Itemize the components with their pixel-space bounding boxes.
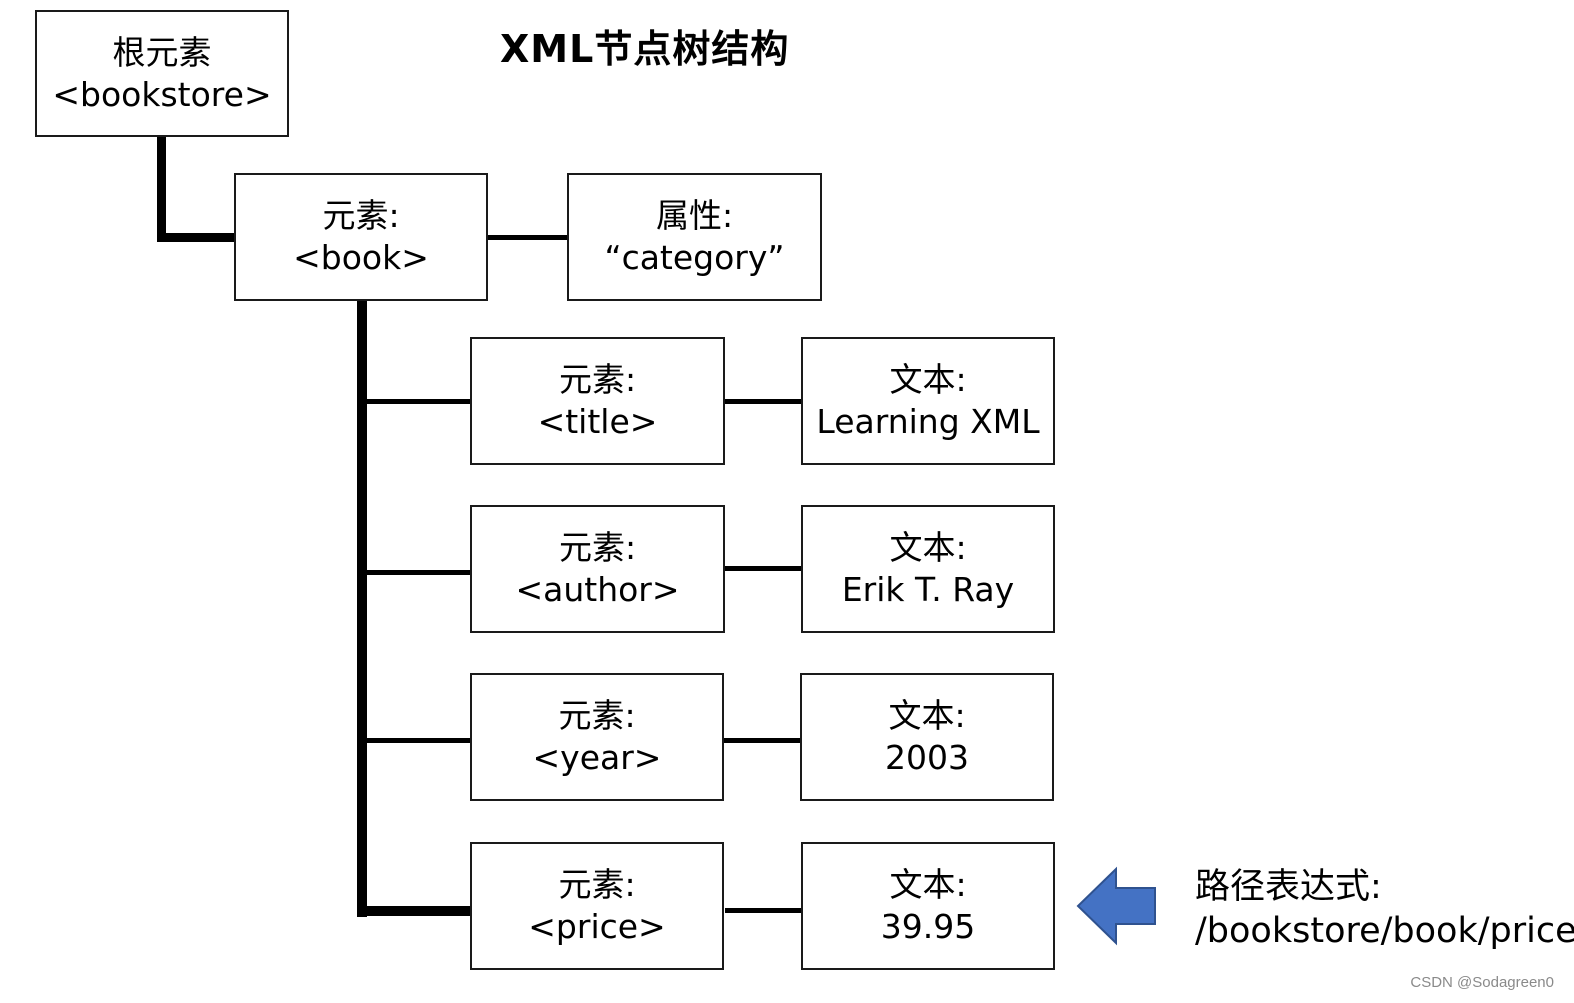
attribute-node: 属性: “category”: [567, 173, 822, 301]
price-text-node: 文本: 39.95: [801, 842, 1055, 970]
author-element-node: 元素: <author>: [470, 505, 725, 633]
element-tag: <title>: [537, 402, 658, 441]
text-value: Erik T. Ray: [841, 570, 1015, 609]
price-element-node: 元素: <price>: [470, 842, 724, 970]
year-text-node: 文本: 2003: [800, 673, 1054, 801]
book-children-trunk-line: [357, 300, 367, 917]
branch-line-title: [362, 399, 472, 404]
branch-line-author: [362, 570, 472, 575]
text-label: 文本:: [889, 360, 967, 399]
root-to-book-horizontal-line: [157, 233, 236, 242]
root-element-label: 根元素: [112, 32, 212, 72]
book-to-attribute-line: [487, 235, 569, 240]
text-value: 2003: [885, 738, 969, 777]
title-element-node: 元素: <title>: [470, 337, 725, 465]
text-label: 文本:: [889, 528, 967, 567]
author-to-text-line: [723, 566, 803, 571]
root-to-book-vertical-line: [157, 136, 166, 242]
branch-line-price: [357, 906, 472, 916]
element-tag: <author>: [515, 570, 680, 609]
watermark: CSDN @Sodagreen0: [1410, 974, 1554, 991]
element-label: 元素:: [558, 696, 636, 735]
title-to-text-line: [723, 399, 803, 404]
price-to-text-line: [725, 908, 805, 913]
arrow-left-icon: [1076, 866, 1156, 946]
author-text-node: 文本: Erik T. Ray: [801, 505, 1055, 633]
text-label: 文本:: [889, 865, 967, 904]
branch-line-year: [362, 738, 472, 743]
year-to-text-line: [722, 738, 802, 743]
arrow-left-shape: [1076, 866, 1156, 946]
element-tag: <year>: [532, 738, 662, 777]
book-element-label: 元素:: [322, 196, 400, 235]
element-label: 元素:: [558, 865, 636, 904]
text-label: 文本:: [888, 696, 966, 735]
element-label: 元素:: [558, 528, 637, 567]
book-element-node: 元素: <book>: [234, 173, 488, 301]
attribute-value: “category”: [604, 238, 785, 277]
book-element-tag: <book>: [293, 238, 429, 277]
path-expression: 路径表达式: /bookstore/book/price: [1195, 865, 1574, 953]
attribute-label: 属性:: [655, 196, 734, 235]
element-label: 元素:: [558, 360, 637, 399]
path-expression-value: /bookstore/book/price: [1195, 911, 1574, 951]
path-expression-label: 路径表达式:: [1195, 867, 1382, 907]
diagram-title: XML节点树结构: [500, 27, 790, 71]
text-value: 39.95: [880, 907, 976, 946]
year-element-node: 元素: <year>: [470, 673, 724, 801]
element-tag: <price>: [528, 907, 666, 946]
root-element-tag: <bookstore>: [52, 74, 272, 114]
root-element-node: 根元素 <bookstore>: [35, 10, 289, 137]
title-text-node: 文本: Learning XML: [801, 337, 1055, 465]
text-value: Learning XML: [816, 402, 1040, 441]
